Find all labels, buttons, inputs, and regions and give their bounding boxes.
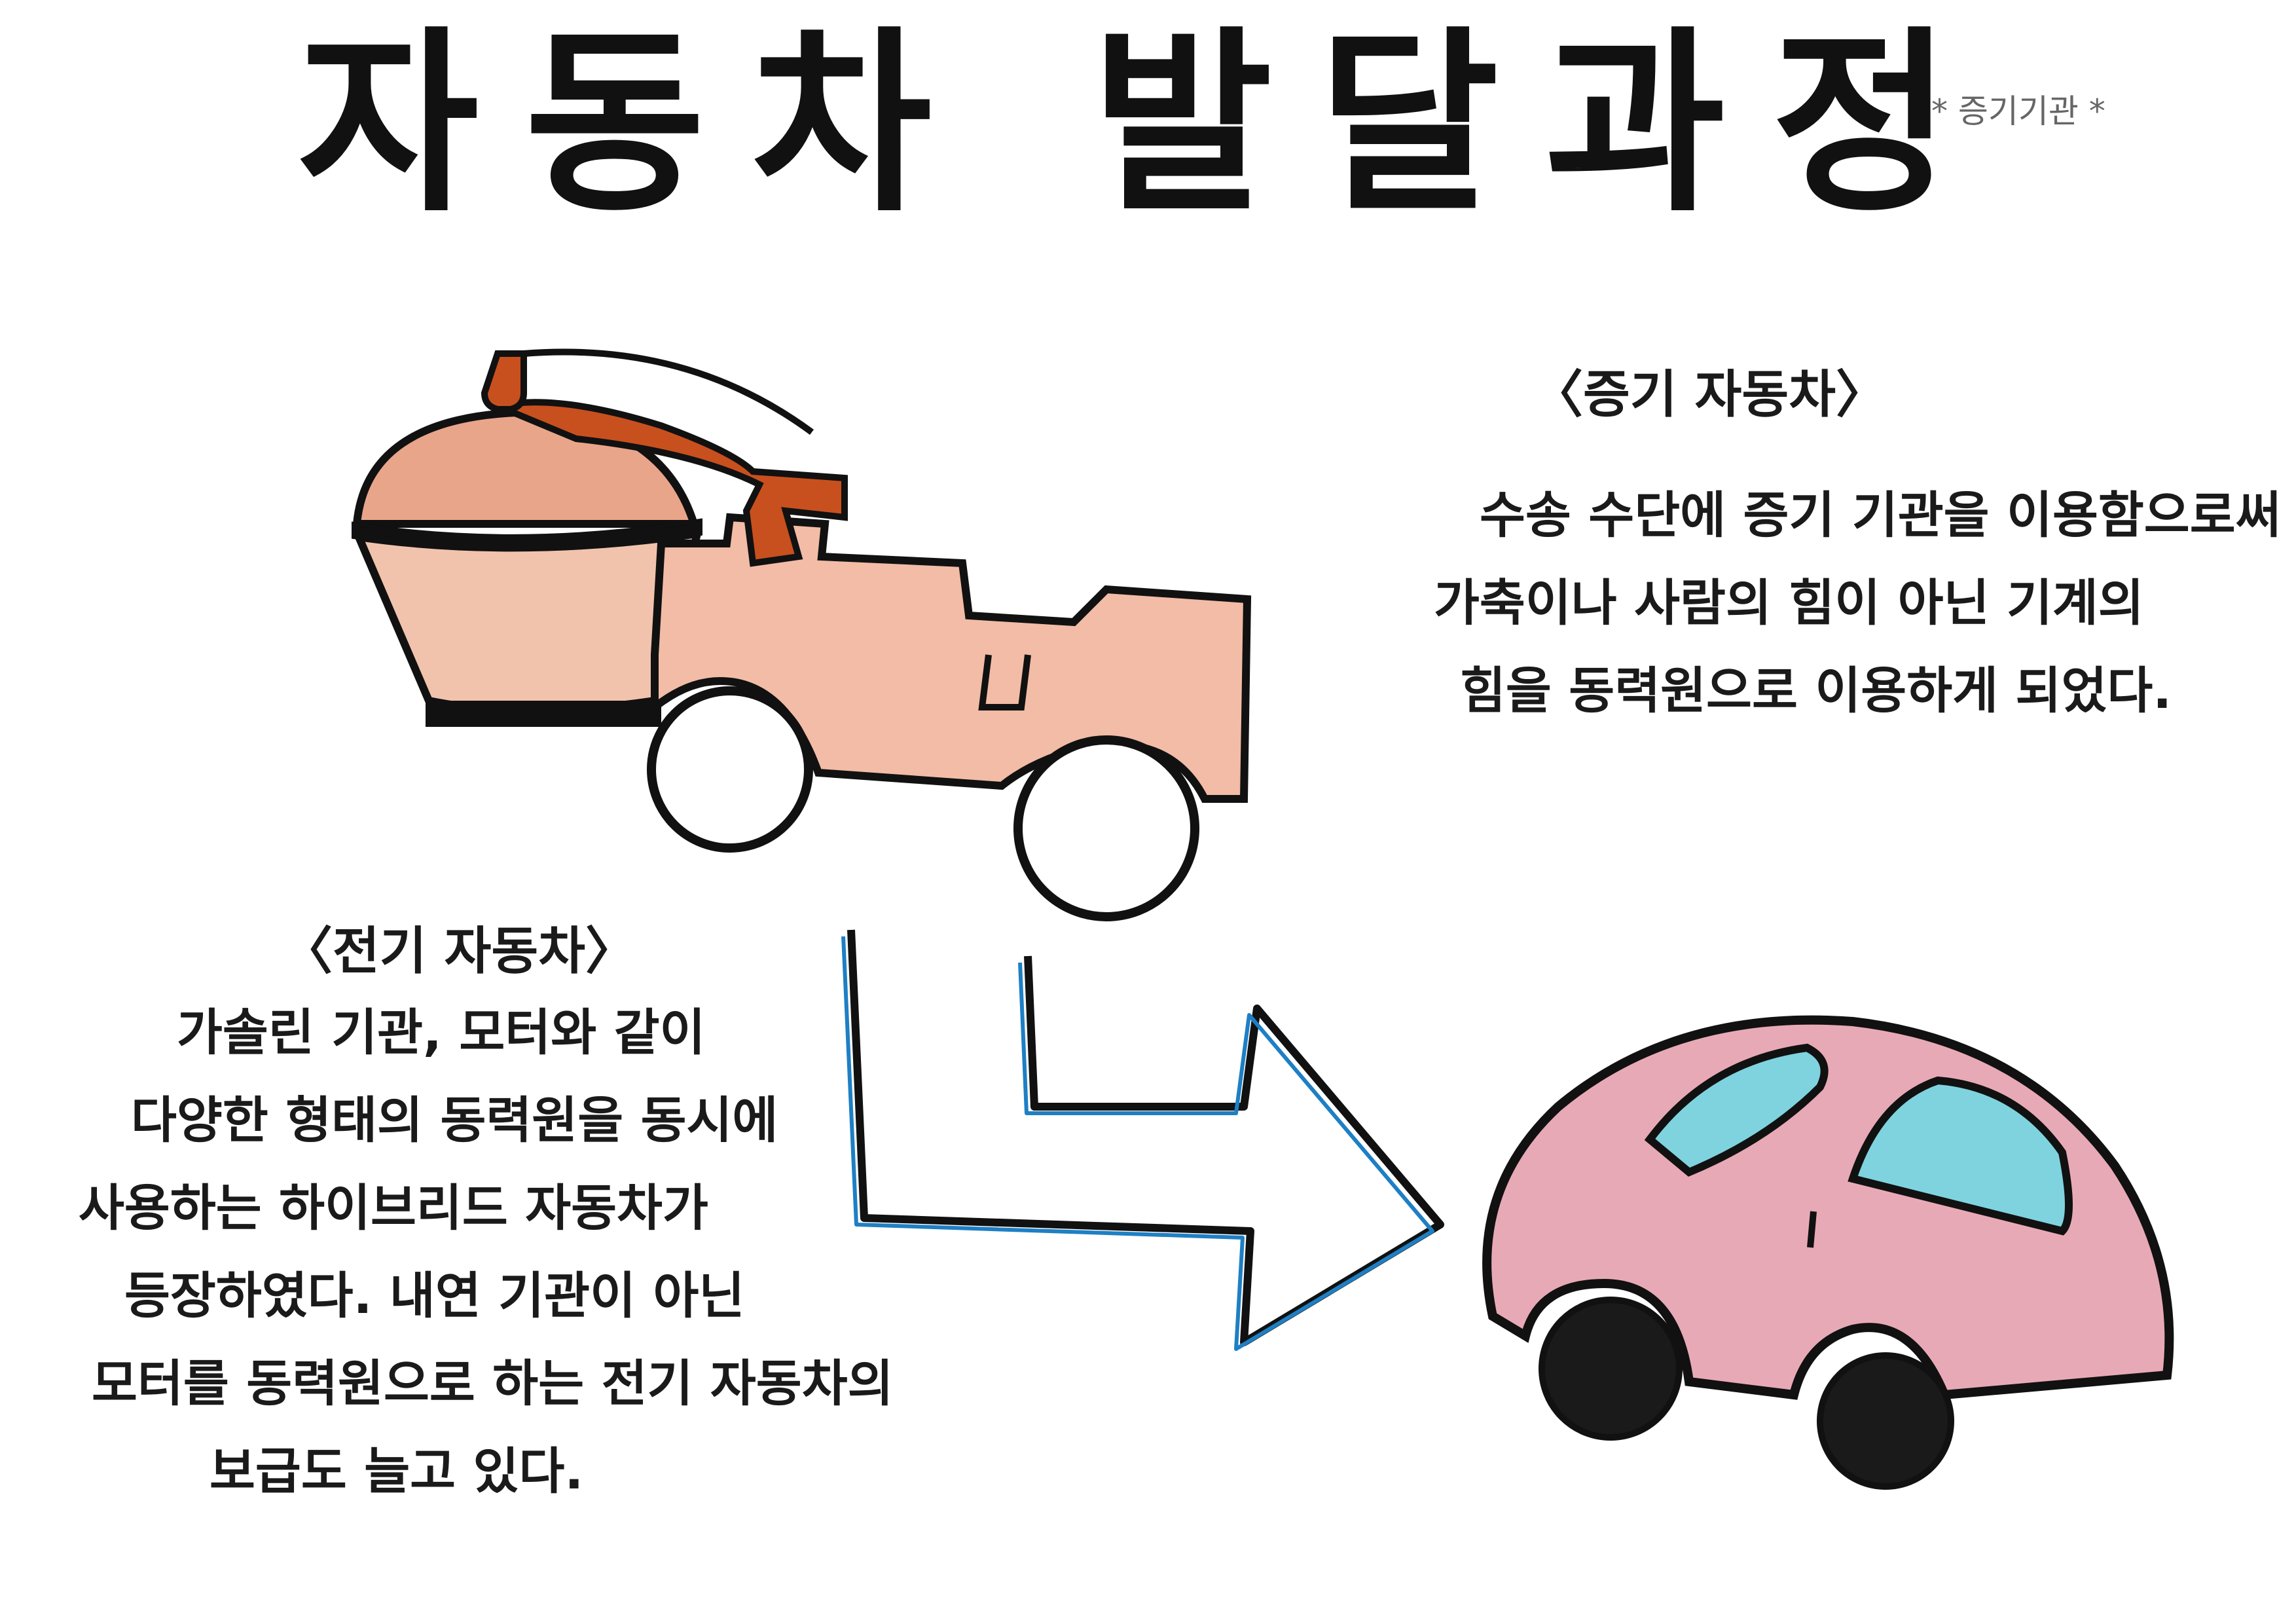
steam-rear-wheel	[647, 686, 813, 853]
electric-car-line: 가솔린 기관, 모터와 같이	[177, 1003, 706, 1061]
electric-car-front-wheel	[1817, 1352, 1954, 1490]
electric-car-heading: 〈전기 자동차〉	[282, 922, 636, 981]
transition-arrow-outline	[841, 936, 1434, 1351]
electric-car-rear-window	[1848, 1076, 2073, 1236]
electric-car-line: 보급도 늘고 있다.	[210, 1442, 584, 1500]
steam-car-slot	[978, 654, 1031, 710]
steam-spout	[481, 350, 527, 413]
steam-front-wheel	[1013, 735, 1199, 921]
electric-car-illustration	[1482, 1015, 2174, 1490]
steam-whistle-rod	[523, 348, 814, 435]
electric-car-line: 등장하였다. 내연 기관이 아닌	[124, 1266, 745, 1325]
electric-car-door-handle	[1807, 1211, 1817, 1248]
electric-car-line: 다양한 형태의 동력원을 동시에	[131, 1091, 778, 1149]
steam-boiler-bowl	[352, 528, 703, 714]
electric-car-description: 가솔린 기관, 모터와 같이 다양한 형태의 동력원을 동시에 사용하는 하이브…	[79, 989, 894, 1515]
steam-car-heading: 〈증기 자동차〉	[1532, 365, 1887, 424]
steam-car-line: 힘을 동력원으로 이용하게 되었다.	[1460, 661, 2172, 720]
steam-car-line: 수송 수단에 증기 기관을 이용함으로써	[1480, 486, 2282, 544]
corner-note: * 증기기관 *	[1931, 92, 2105, 130]
electric-car-front-window	[1644, 1043, 1829, 1177]
electric-car-rear-wheel	[1539, 1297, 1683, 1441]
steam-car-illustration	[352, 348, 1252, 921]
steam-pipe	[486, 399, 848, 567]
electric-car-line: 모터를 동력원으로 하는 전기 자동차의	[92, 1354, 894, 1412]
steam-car-line: 가축이나 사람의 힘이 아닌 기계의	[1434, 574, 2144, 632]
steam-car-description: 수송 수단에 증기 기관을 이용함으로써 가축이나 사람의 힘이 아닌 기계의 …	[1434, 471, 2282, 735]
transition-arrow	[847, 929, 1444, 1346]
electric-car-line: 사용하는 하이브리드 자동차가	[79, 1179, 708, 1237]
steam-car-body	[651, 513, 1252, 803]
page-title: 자동차 발달과정	[298, 10, 1998, 238]
arrow-illustration	[841, 929, 1444, 1351]
steam-boiler-base	[426, 701, 661, 727]
